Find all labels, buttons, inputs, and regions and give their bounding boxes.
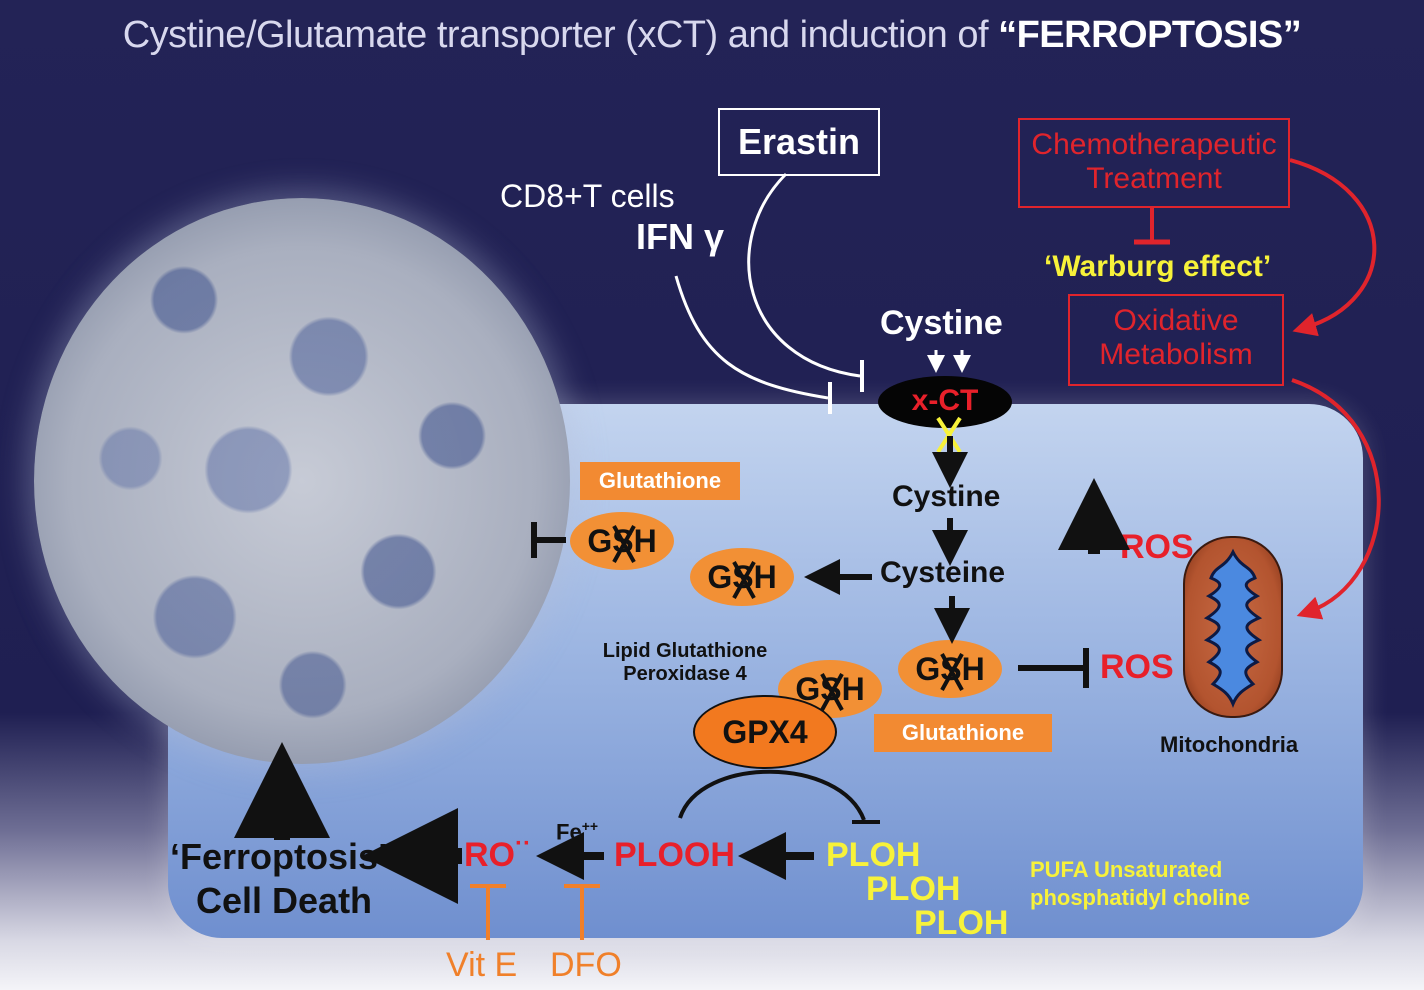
title-text: Cystine/Glutamate transporter (xCT) and … <box>122 14 999 56</box>
xct-transporter: x-CT <box>878 376 1012 428</box>
gsh-node-1: GSH <box>570 512 674 570</box>
chemo-line1: Chemotherapeutic <box>1031 128 1277 161</box>
mitochondria-image <box>1183 536 1283 718</box>
lipid-line1: Lipid Glutathione <box>602 640 768 662</box>
cystine-inside-label: Cystine <box>892 480 1001 513</box>
erastin-box: Erastin <box>718 108 880 176</box>
title-emphasis: “FERROPTOSIS” <box>998 14 1302 56</box>
gsh-node-2: GSH <box>690 548 794 606</box>
chemo-line2: Treatment <box>1086 162 1222 195</box>
oxidative-line1: Oxidative <box>1113 304 1239 337</box>
radical-dots: ·· <box>515 830 531 857</box>
diagram-title: Cystine/Glutamate transporter (xCT) and … <box>0 14 1424 57</box>
gpx4-enzyme: GPX4 <box>693 695 837 769</box>
ro-radical-label: RO·· <box>464 830 531 875</box>
ros-up-label: ROS <box>1120 528 1194 566</box>
oxidative-line2: Metabolism <box>1099 338 1253 371</box>
fe-label: Fe++ <box>556 818 598 845</box>
cystine-outside-label: Cystine <box>880 304 1003 342</box>
vite-label: Vit E <box>446 946 518 984</box>
lipid-peroxidase-label: Lipid Glutathione Peroxidase 4 <box>590 640 780 686</box>
micrograph-image <box>34 198 570 764</box>
chemo-to-oxidative-curve <box>1289 158 1377 337</box>
lipid-line2: Peroxidase 4 <box>623 663 747 685</box>
ifn-label: IFN γ <box>636 216 725 257</box>
ro-text: RO <box>464 836 515 874</box>
glutathione-tag-bottom: Glutathione <box>874 714 1052 752</box>
gsh-node-3: GSH <box>898 640 1002 698</box>
glutathione-tag-top: Glutathione <box>580 462 740 500</box>
mitochondria-label: Mitochondria <box>1160 732 1299 757</box>
pufa-line2: phosphatidyl choline <box>1030 885 1251 910</box>
ferroptosis-label: ‘Ferroptosis’ <box>170 836 389 877</box>
plooh-label: PLOOH <box>614 836 735 874</box>
ros-mid-label: ROS <box>1100 648 1174 686</box>
chemo-box: Chemotherapeutic Treatment <box>1018 118 1290 208</box>
dfo-label: DFO <box>550 946 622 984</box>
cell-death-label: Cell Death <box>196 880 373 921</box>
oxidative-box: Oxidative Metabolism <box>1068 294 1284 386</box>
mitochondria-cristae <box>1203 548 1263 709</box>
warburg-label: ‘Warburg effect’ <box>1044 250 1272 283</box>
pufa-label: PUFA Unsaturated phosphatidyl choline <box>1030 856 1250 912</box>
fe-text: Fe <box>556 819 582 845</box>
ploh-label-3: PLOH <box>914 904 1009 942</box>
erastin-inhibition-curve <box>747 172 861 378</box>
cd8-label: CD8+T cells <box>500 178 675 214</box>
pufa-line1: PUFA Unsaturated <box>1030 857 1223 882</box>
ploh-label-1: PLOH <box>826 836 921 874</box>
cysteine-label: Cysteine <box>880 556 1006 589</box>
ploh-label-2: PLOH <box>866 870 961 908</box>
fe-superscript: ++ <box>581 818 599 834</box>
ifn-inhibition-curve <box>674 275 829 400</box>
